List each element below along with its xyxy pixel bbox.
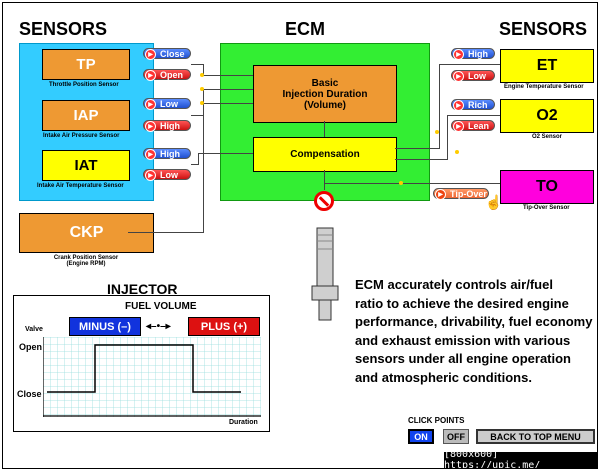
tp-label: TP [76, 56, 96, 73]
connector [128, 232, 152, 233]
connector [191, 115, 203, 116]
sensors-right-heading: SENSORS [499, 19, 588, 39]
play-icon: ▶ [453, 100, 464, 111]
connector [439, 64, 440, 149]
signal-dot [200, 87, 204, 91]
to-label: TO [536, 178, 558, 195]
signal-dot [455, 150, 459, 154]
iap-sensor-box[interactable]: IAP [42, 100, 130, 131]
et-low-button[interactable]: ▶Low [451, 70, 495, 82]
play-icon: ▶ [453, 49, 464, 60]
iap-caption: Intake Air Pressure Sensor [43, 133, 120, 139]
play-icon: ▶ [145, 121, 156, 132]
connector [198, 153, 199, 165]
description-text: ECM accurately controls air/fuel ratio t… [355, 277, 593, 385]
connector [447, 115, 500, 116]
stop-icon [314, 191, 334, 211]
play-icon: ▶ [435, 189, 446, 200]
iap-high-button[interactable]: ▶High [143, 120, 191, 132]
play-icon: ▶ [453, 121, 464, 132]
play-icon: ▶ [145, 70, 156, 81]
hand-cursor-icon: ☝ [485, 194, 503, 210]
play-icon: ▶ [145, 99, 156, 110]
connector [203, 75, 253, 76]
connector [325, 183, 500, 184]
connector [203, 103, 253, 104]
o2-rich-button[interactable]: ▶Rich [451, 99, 495, 111]
play-icon: ▶ [145, 49, 156, 60]
signal-dot [435, 130, 439, 134]
connector [152, 232, 203, 233]
play-icon: ▶ [145, 170, 156, 181]
et-label: ET [536, 57, 558, 74]
iat-low-button[interactable]: ▶Low [143, 169, 191, 181]
plus-button[interactable]: PLUS (+) [188, 317, 260, 336]
watermark: [800x600] https://upic.me/ [444, 449, 597, 468]
iat-sensor-box[interactable]: IAT [42, 150, 130, 181]
to-sensor-box[interactable]: TO [500, 170, 594, 204]
signal-dot [200, 101, 204, 105]
x-axis-label: Duration [229, 419, 258, 426]
connector [191, 164, 199, 165]
connector [203, 103, 204, 233]
o2-caption: O2 Sensor [532, 134, 563, 140]
tp-sensor-box[interactable]: TP [42, 49, 130, 80]
minus-button[interactable]: MINUS (–) [69, 317, 141, 336]
ckp-sensor-box[interactable]: CKP [19, 213, 154, 253]
tp-caption: Throttle Position Sensor [49, 82, 119, 88]
connector [198, 153, 253, 154]
click-points-off-button[interactable]: OFF [443, 429, 469, 444]
signal-dot [399, 181, 403, 185]
tip-over-button[interactable]: ▶Tip-Over [433, 188, 489, 200]
iat-label: IAT [74, 157, 98, 174]
connector [395, 148, 440, 149]
connector [439, 64, 500, 65]
tp-close-button[interactable]: ▶Close [143, 48, 191, 60]
signal-dot [200, 73, 204, 77]
o2-lean-button[interactable]: ▶Lean [451, 120, 495, 132]
ckp-label: CKP [69, 224, 104, 241]
iat-caption: Intake Air Temperature Sensor [37, 183, 124, 189]
connector [191, 64, 203, 65]
play-icon: ▶ [145, 149, 156, 160]
click-points-label: CLICK POINTS [408, 416, 465, 425]
arrow-both-icon: ◂–•–▸ [146, 321, 171, 332]
tp-open-button[interactable]: ▶Open [143, 69, 191, 81]
iap-low-button[interactable]: ▶Low [143, 98, 191, 110]
iap-label: IAP [73, 107, 99, 124]
click-points-on-button[interactable]: ON [408, 429, 434, 444]
ecm-heading: ECM [285, 19, 325, 39]
to-caption: Tip-Over Sensor [523, 205, 570, 211]
play-icon: ▶ [453, 71, 464, 82]
basic-injection-box: Basic Injection Duration (Volume) [253, 65, 397, 123]
connector [324, 170, 325, 190]
sensors-left-heading: SENSORS [19, 19, 108, 39]
connector [447, 115, 448, 160]
fuel-volume-title: FUEL VOLUME [125, 301, 197, 312]
connector [203, 89, 253, 90]
et-high-button[interactable]: ▶High [451, 48, 495, 60]
close-label: Close [17, 389, 42, 399]
iat-high-button[interactable]: ▶High [143, 148, 191, 160]
o2-label: O2 [536, 107, 558, 124]
et-caption: Engine Temperature Sensor [504, 84, 584, 90]
injector-icon [311, 227, 339, 321]
ckp-caption: Crank Position Sensor (Engine RPM) [53, 255, 119, 267]
open-label: Open [19, 342, 43, 352]
valve-timing-graph [43, 337, 261, 417]
et-sensor-box[interactable]: ET [500, 49, 594, 83]
connector [395, 159, 448, 160]
connector [324, 121, 325, 137]
connector [203, 64, 204, 76]
y-axis-label: Valve [25, 326, 43, 333]
injector-heading: INJECTOR [107, 281, 178, 297]
o2-sensor-box[interactable]: O2 [500, 99, 594, 133]
back-to-top-menu-button[interactable]: BACK TO TOP MENU [476, 429, 595, 444]
compensation-box: Compensation [253, 137, 397, 172]
